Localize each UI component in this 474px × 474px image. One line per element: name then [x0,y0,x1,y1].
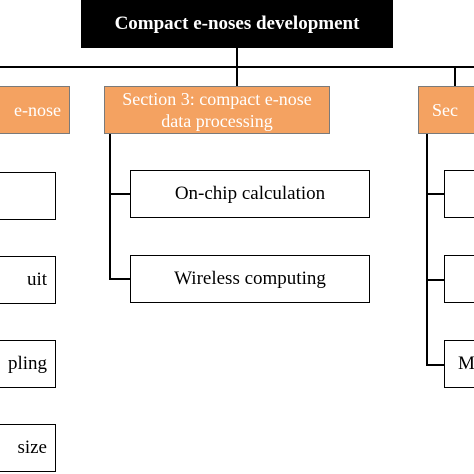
root-node: Compact e-noses development [81,0,393,48]
center-leaf-on-chip-label: On-chip calculation [174,183,326,204]
right-branch-line-2 [426,279,444,281]
center-branch-line-2 [109,278,130,280]
right-leaf-1 [444,170,474,218]
right-branch-line-1 [426,193,444,195]
left-section-label: e-nose [14,100,61,120]
right-leaf-3: M [444,340,474,388]
center-section-label-line2: data processing [161,111,273,131]
left-leaf-2: uit [0,256,56,304]
center-leaf-wireless: Wireless computing [130,255,370,303]
root-stem-line [236,48,238,68]
root-node-label: Compact e-noses development [114,13,360,34]
left-section-node: e-nose [0,86,70,134]
right-section-node: Sec [418,86,474,134]
center-leaf-on-chip: On-chip calculation [130,170,370,218]
left-leaf-3-label: pling [7,353,47,374]
center-section-stem-line [236,66,238,86]
center-section-label-line1: Section 3: compact e-nose [122,89,312,109]
right-leaf-3-label: M [458,353,474,374]
left-leaf-2-label: uit [26,269,47,290]
right-branch-line-3 [426,364,444,366]
center-leaf-wireless-label: Wireless computing [174,268,326,289]
center-section-node: Section 3: compact e-nose data processin… [104,86,330,134]
left-leaf-4: size [0,424,56,472]
center-vertical-line [109,134,111,280]
right-section-stem-line [454,66,456,86]
right-section-label: Sec [432,100,458,120]
left-leaf-1 [0,172,56,220]
center-branch-line-1 [109,193,130,195]
left-leaf-4-label: size [17,437,47,458]
left-leaf-3: pling [0,340,56,388]
right-vertical-line [426,134,428,366]
right-leaf-2 [444,255,474,303]
